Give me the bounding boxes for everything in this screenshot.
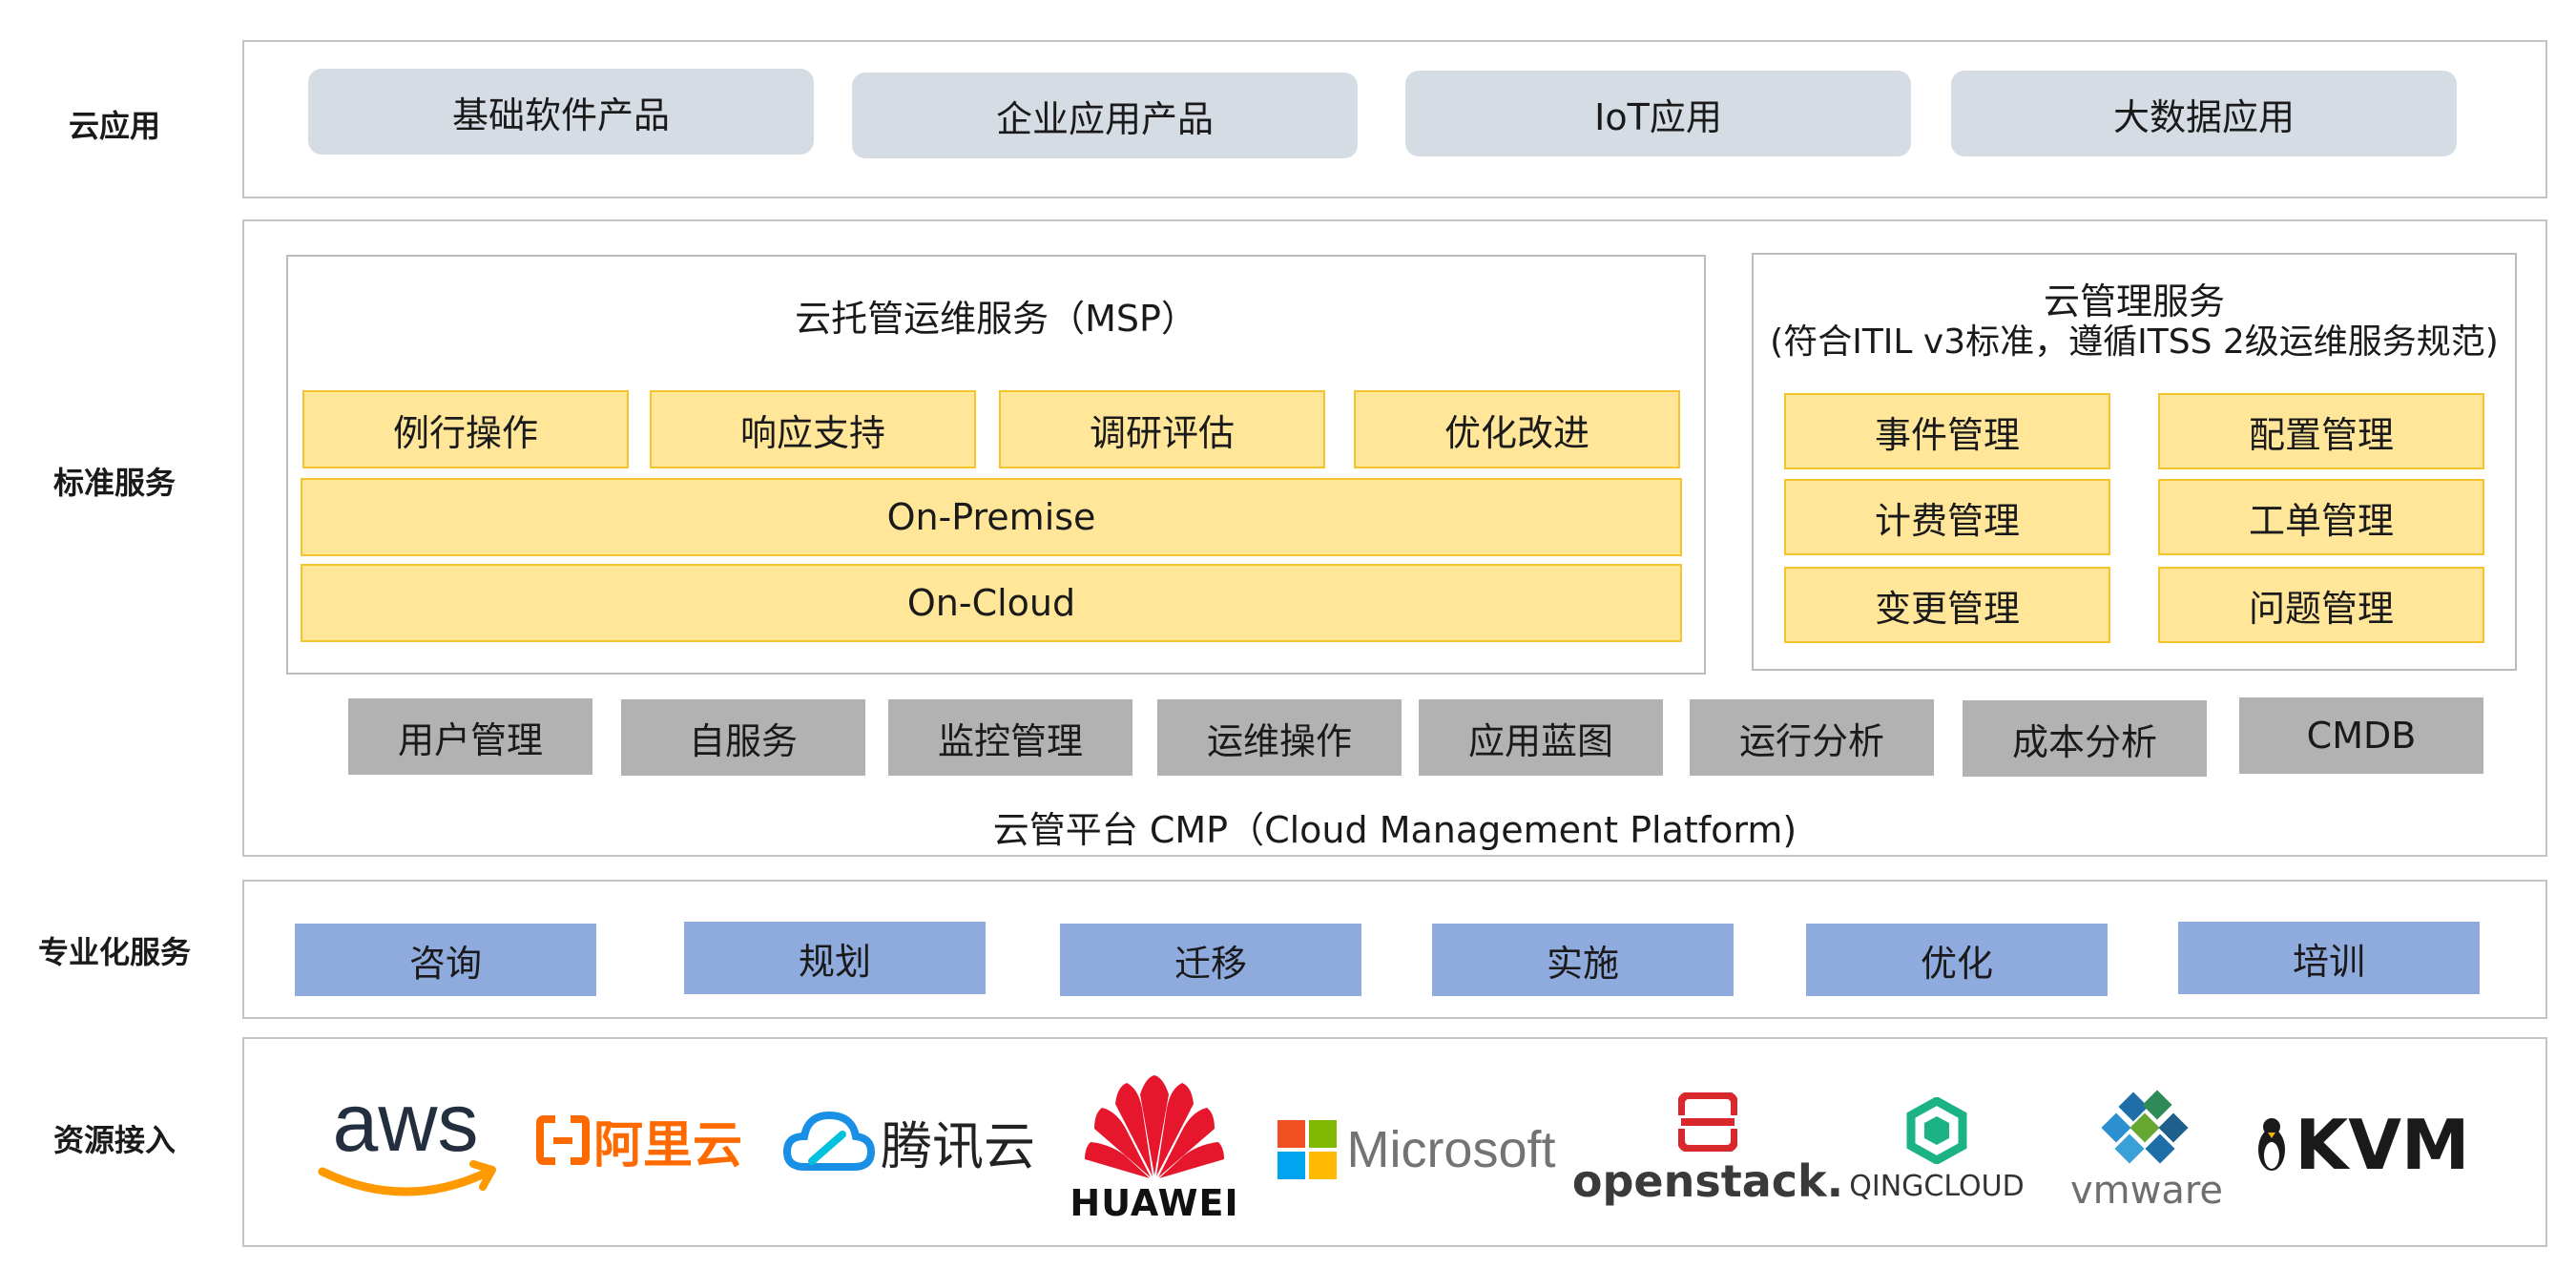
qingcloud-wordmark: QINGCLOUD (1849, 1169, 2025, 1203)
cms-title-line1: 云管理服务 (2043, 280, 2225, 322)
service-planning: 规划 (684, 922, 986, 994)
cmp-title: 云管平台 CMP（Cloud Management Platform) (992, 808, 1797, 851)
vmware-logo: vmware (2051, 1078, 2242, 1221)
app-bigdata: 大数据应用 (1951, 71, 2457, 156)
huawei-wordmark: HUAWEI (1070, 1182, 1239, 1224)
cms-item-change: 变更管理 (1784, 567, 2110, 643)
msp-item-assessment: 调研评估 (999, 390, 1325, 468)
kvm-wordmark: KVM (2295, 1105, 2470, 1185)
app-basic-software: 基础软件产品 (308, 69, 814, 155)
aws-wordmark: aws (333, 1077, 479, 1169)
msp-item-response: 响应支持 (650, 390, 976, 468)
tencent-cloud-icon (783, 1111, 875, 1171)
cmp-module-ops: 运维操作 (1157, 699, 1402, 776)
row-label-standard-services: 标准服务 (52, 465, 176, 501)
huawei-logo: HUAWEI (1069, 1069, 1240, 1231)
cmp-module-selfservice: 自服务 (621, 699, 865, 776)
aliyun-bracket-icon (535, 1115, 590, 1165)
service-training: 培训 (2178, 922, 2480, 994)
tencent-cloud-logo: 腾讯云 (780, 1097, 1038, 1185)
app-iot: IoT应用 (1405, 71, 1911, 156)
service-migration: 迁移 (1060, 924, 1361, 996)
aws-logo: aws (296, 1076, 515, 1210)
cmp-module-blueprint: 应用蓝图 (1419, 699, 1663, 776)
microsoft-squares-icon (1278, 1120, 1338, 1179)
on-premise-bar: On-Premise (301, 478, 1682, 556)
cms-item-problem: 问题管理 (2158, 567, 2484, 643)
row-label-resource-access: 资源接入 (52, 1122, 176, 1158)
service-consulting: 咨询 (295, 924, 596, 996)
msp-title: 云托管运维服务（MSP） (795, 297, 1197, 340)
kvm-logo: KVM (2252, 1097, 2471, 1193)
cmp-module-cost-analysis: 成本分析 (1963, 700, 2207, 777)
kvm-penguin-icon (2258, 1118, 2286, 1171)
cms-item-ticket: 工单管理 (2158, 479, 2484, 555)
qingcloud-logo: QINGCLOUD (1841, 1083, 2032, 1216)
aliyun-logo: 阿里云 (534, 1097, 744, 1183)
app-enterprise: 企业应用产品 (852, 73, 1358, 158)
row-label-pro-services: 专业化服务 (37, 934, 191, 970)
msp-item-optimize: 优化改进 (1354, 390, 1680, 468)
openstack-wordmark: openstack. (1571, 1155, 1844, 1207)
service-implementation: 实施 (1432, 924, 1734, 996)
qingcloud-icon (1906, 1096, 1967, 1164)
huawei-petals-icon (1085, 1075, 1224, 1178)
cms-item-billing: 计费管理 (1784, 479, 2110, 555)
aws-logo-graphic: aws (318, 1077, 496, 1196)
cms-item-event: 事件管理 (1784, 393, 2110, 469)
cms-title-line2: (符合ITIL v3标准，遵循ITSS 2级运维服务规范) (1770, 322, 2499, 362)
cmp-module-user: 用户管理 (348, 698, 592, 775)
openstack-logo: openstack. (1572, 1088, 1843, 1212)
vmware-wordmark: vmware (2069, 1169, 2224, 1213)
cmp-module-runtime-analysis: 运行分析 (1690, 699, 1934, 776)
microsoft-logo: Microsoft (1269, 1116, 1565, 1183)
pro-services-frame (242, 880, 2547, 1019)
service-optimization: 优化 (1806, 924, 2108, 996)
tencent-cloud-wordmark: 腾讯云 (881, 1115, 1035, 1176)
aliyun-wordmark: 阿里云 (592, 1117, 742, 1174)
row-label-cloud-apps: 云应用 (68, 108, 160, 144)
msp-item-routine: 例行操作 (302, 390, 629, 468)
vmware-globe-icon (2101, 1090, 2189, 1164)
on-cloud-bar: On-Cloud (301, 564, 1682, 642)
microsoft-wordmark: Microsoft (1346, 1121, 1556, 1178)
cmp-module-cmdb: CMDB (2239, 697, 2483, 774)
cms-item-config: 配置管理 (2158, 393, 2484, 469)
openstack-icon (1678, 1092, 1737, 1152)
cmp-module-monitor: 监控管理 (888, 699, 1132, 776)
